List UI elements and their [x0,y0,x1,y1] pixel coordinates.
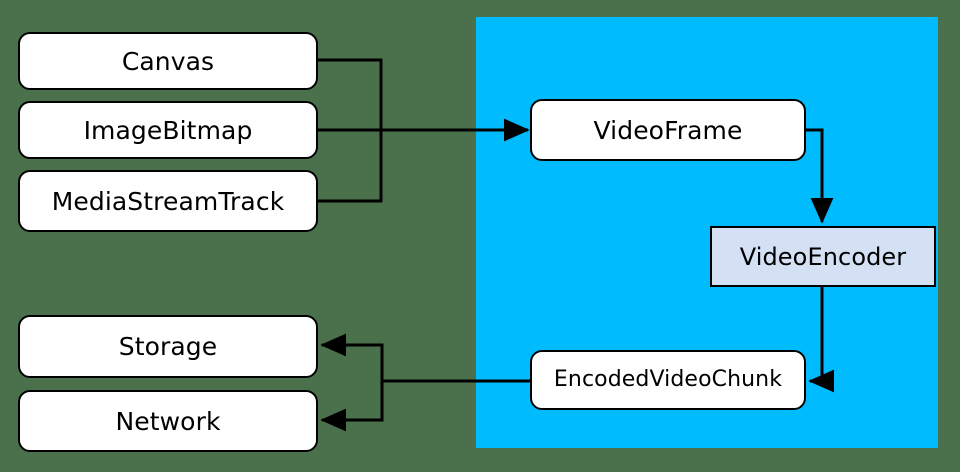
node-mediastreamtrack-label: MediaStreamTrack [51,186,285,216]
node-videoencoder[interactable]: VideoEncoder [710,226,936,287]
node-videoframe[interactable]: VideoFrame [530,99,806,161]
node-storage-label: Storage [118,332,218,361]
node-encodedvideochunk-label: EncodedVideoChunk [553,367,783,392]
node-imagebitmap-label: ImageBitmap [83,115,253,145]
node-videoencoder-label: VideoEncoder [739,242,907,271]
node-encodedvideochunk[interactable]: EncodedVideoChunk [530,350,806,410]
edge-encodedchunk-to-storage [320,333,384,381]
node-videoframe-label: VideoFrame [593,115,743,145]
node-imagebitmap[interactable]: ImageBitmap [18,101,318,159]
edge-encodedchunk-to-network [320,381,384,432]
node-network[interactable]: Network [18,390,318,452]
edge-mediastreamtrack-to-videoframe [318,130,383,203]
edge-canvas-to-videoframe [318,58,383,130]
node-mediastreamtrack[interactable]: MediaStreamTrack [18,170,318,232]
node-network-label: Network [115,406,221,436]
node-storage[interactable]: Storage [18,315,318,378]
node-canvas-label: Canvas [121,46,215,76]
node-canvas[interactable]: Canvas [18,32,318,90]
